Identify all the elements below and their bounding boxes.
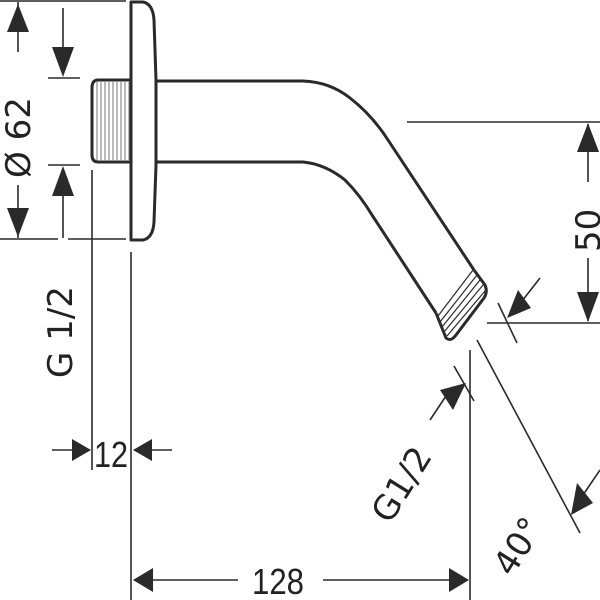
- arrow-down-icon: [7, 208, 29, 237]
- dimension-angle-label: 40°: [486, 510, 552, 582]
- arrow-down-icon: [577, 292, 599, 322]
- arrow-right-icon: [72, 439, 91, 461]
- arrow-left-icon: [133, 568, 153, 592]
- dimension-outlet-thread: [429, 277, 541, 421]
- dimension-angle: [476, 339, 600, 534]
- arrow-down-icon: [52, 47, 74, 77]
- dimension-drop: [407, 121, 600, 324]
- dimension-inlet-thread: [48, 8, 126, 240]
- arrow-down-left-icon: [507, 290, 531, 318]
- arrow-up-icon: [52, 166, 74, 196]
- wall-flange: [129, 0, 158, 242]
- dimension-flange-diameter-label: Ø 62: [0, 97, 39, 178]
- arrow-up-icon: [577, 123, 599, 152]
- dimension-drop-label: 50: [569, 209, 600, 252]
- shower-arm: [156, 79, 476, 314]
- dimension-inlet-length: [52, 170, 172, 600]
- dimension-inlet-thread-label: G 1/2: [41, 286, 81, 378]
- dimension-outlet-thread-label: G1/2: [364, 440, 441, 530]
- dimension-inlet-length-label: 12: [94, 434, 128, 475]
- dimension-projection: [133, 350, 471, 600]
- dimension-projection-label: 128: [252, 561, 304, 600]
- inlet-thread: [90, 78, 131, 164]
- arrow-up-right-icon: [440, 383, 466, 410]
- arrow-right-icon: [449, 568, 469, 592]
- outlet-thread: [434, 269, 488, 341]
- dimension-flange-diameter: [0, 0, 126, 240]
- arrow-down-left-icon: [571, 483, 593, 515]
- arrow-left-icon: [133, 439, 152, 461]
- arrow-up-icon: [7, 4, 29, 32]
